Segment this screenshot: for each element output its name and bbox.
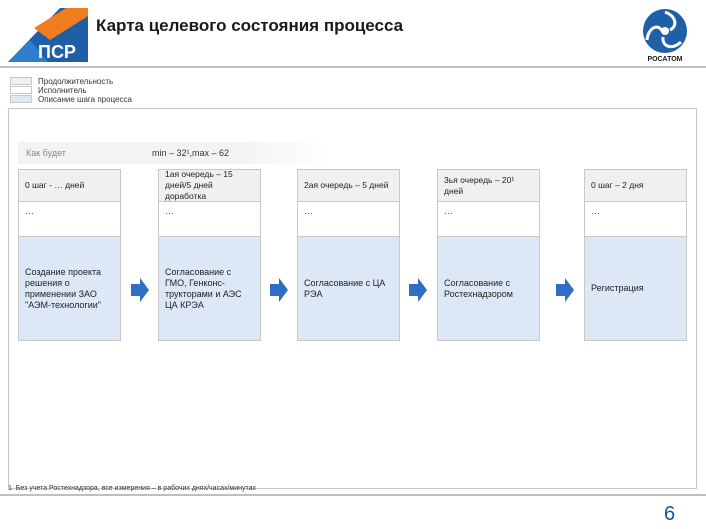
step-executor: … bbox=[297, 202, 400, 237]
step-column: 1ая очередь – 15 дней/5 дней доработка …… bbox=[158, 169, 261, 341]
step-column: 2ая очередь – 5 дней … Согласование с ЦА… bbox=[297, 169, 400, 341]
arrow-right-icon bbox=[556, 278, 574, 302]
step-executor: … bbox=[158, 202, 261, 237]
step-description: Согласование с Ростехнадзором bbox=[437, 237, 540, 341]
legend-swatch-executor bbox=[10, 86, 32, 94]
legend-label-description: Описание шага процесса bbox=[38, 95, 132, 104]
step-column: 0 шаг – 2 дня … Регистрация bbox=[584, 169, 687, 341]
svg-text:ПСР: ПСР bbox=[38, 42, 76, 62]
strip-label: Как будет bbox=[26, 148, 66, 158]
rosatom-wordmark: РОСАТОМ bbox=[647, 56, 683, 63]
step-executor: … bbox=[18, 202, 121, 237]
step-executor: … bbox=[437, 202, 540, 237]
step-description: Согласование с ГМО, Генконс-трукторами и… bbox=[158, 237, 261, 341]
page-title: Карта целевого состояния процесса bbox=[96, 16, 404, 35]
rosatom-logo bbox=[643, 9, 687, 53]
legend-swatch-duration bbox=[10, 77, 32, 85]
target-state-strip bbox=[18, 142, 330, 164]
step-column: 3ья очередь – 20¹ дней … Согласование с … bbox=[437, 169, 540, 341]
legend-label-duration: Продолжительность bbox=[38, 77, 114, 86]
footnote: 1. Без учета Ростехнадзора, все измерени… bbox=[8, 485, 257, 492]
step-duration: 0 шаг - … дней bbox=[18, 169, 121, 202]
header-divider bbox=[0, 66, 706, 68]
step-description: Создание проекта решения о применении ЗА… bbox=[18, 237, 121, 341]
arrow-right-icon bbox=[409, 278, 427, 302]
step-duration: 2ая очередь – 5 дней bbox=[297, 169, 400, 202]
step-column: 0 шаг - … дней … Создание проекта решени… bbox=[18, 169, 121, 341]
legend-label-executor: Исполнитель bbox=[38, 86, 87, 95]
arrow-right-icon bbox=[131, 278, 149, 302]
step-duration: 0 шаг – 2 дня bbox=[584, 169, 687, 202]
step-duration: 1ая очередь – 15 дней/5 дней доработка bbox=[158, 169, 261, 202]
footer-divider bbox=[0, 494, 706, 496]
strip-duration-range: min – 32¹,max – 62 bbox=[152, 148, 230, 158]
step-duration: 3ья очередь – 20¹ дней bbox=[437, 169, 540, 202]
step-description: Согласование с ЦА РЭА bbox=[297, 237, 400, 341]
arrow-right-icon bbox=[270, 278, 288, 302]
legend-swatch-description bbox=[10, 95, 32, 103]
step-description: Регистрация bbox=[584, 237, 687, 341]
psr-logo: ПСР bbox=[8, 8, 88, 62]
page-number: 6 bbox=[664, 503, 676, 525]
step-executor: … bbox=[584, 202, 687, 237]
